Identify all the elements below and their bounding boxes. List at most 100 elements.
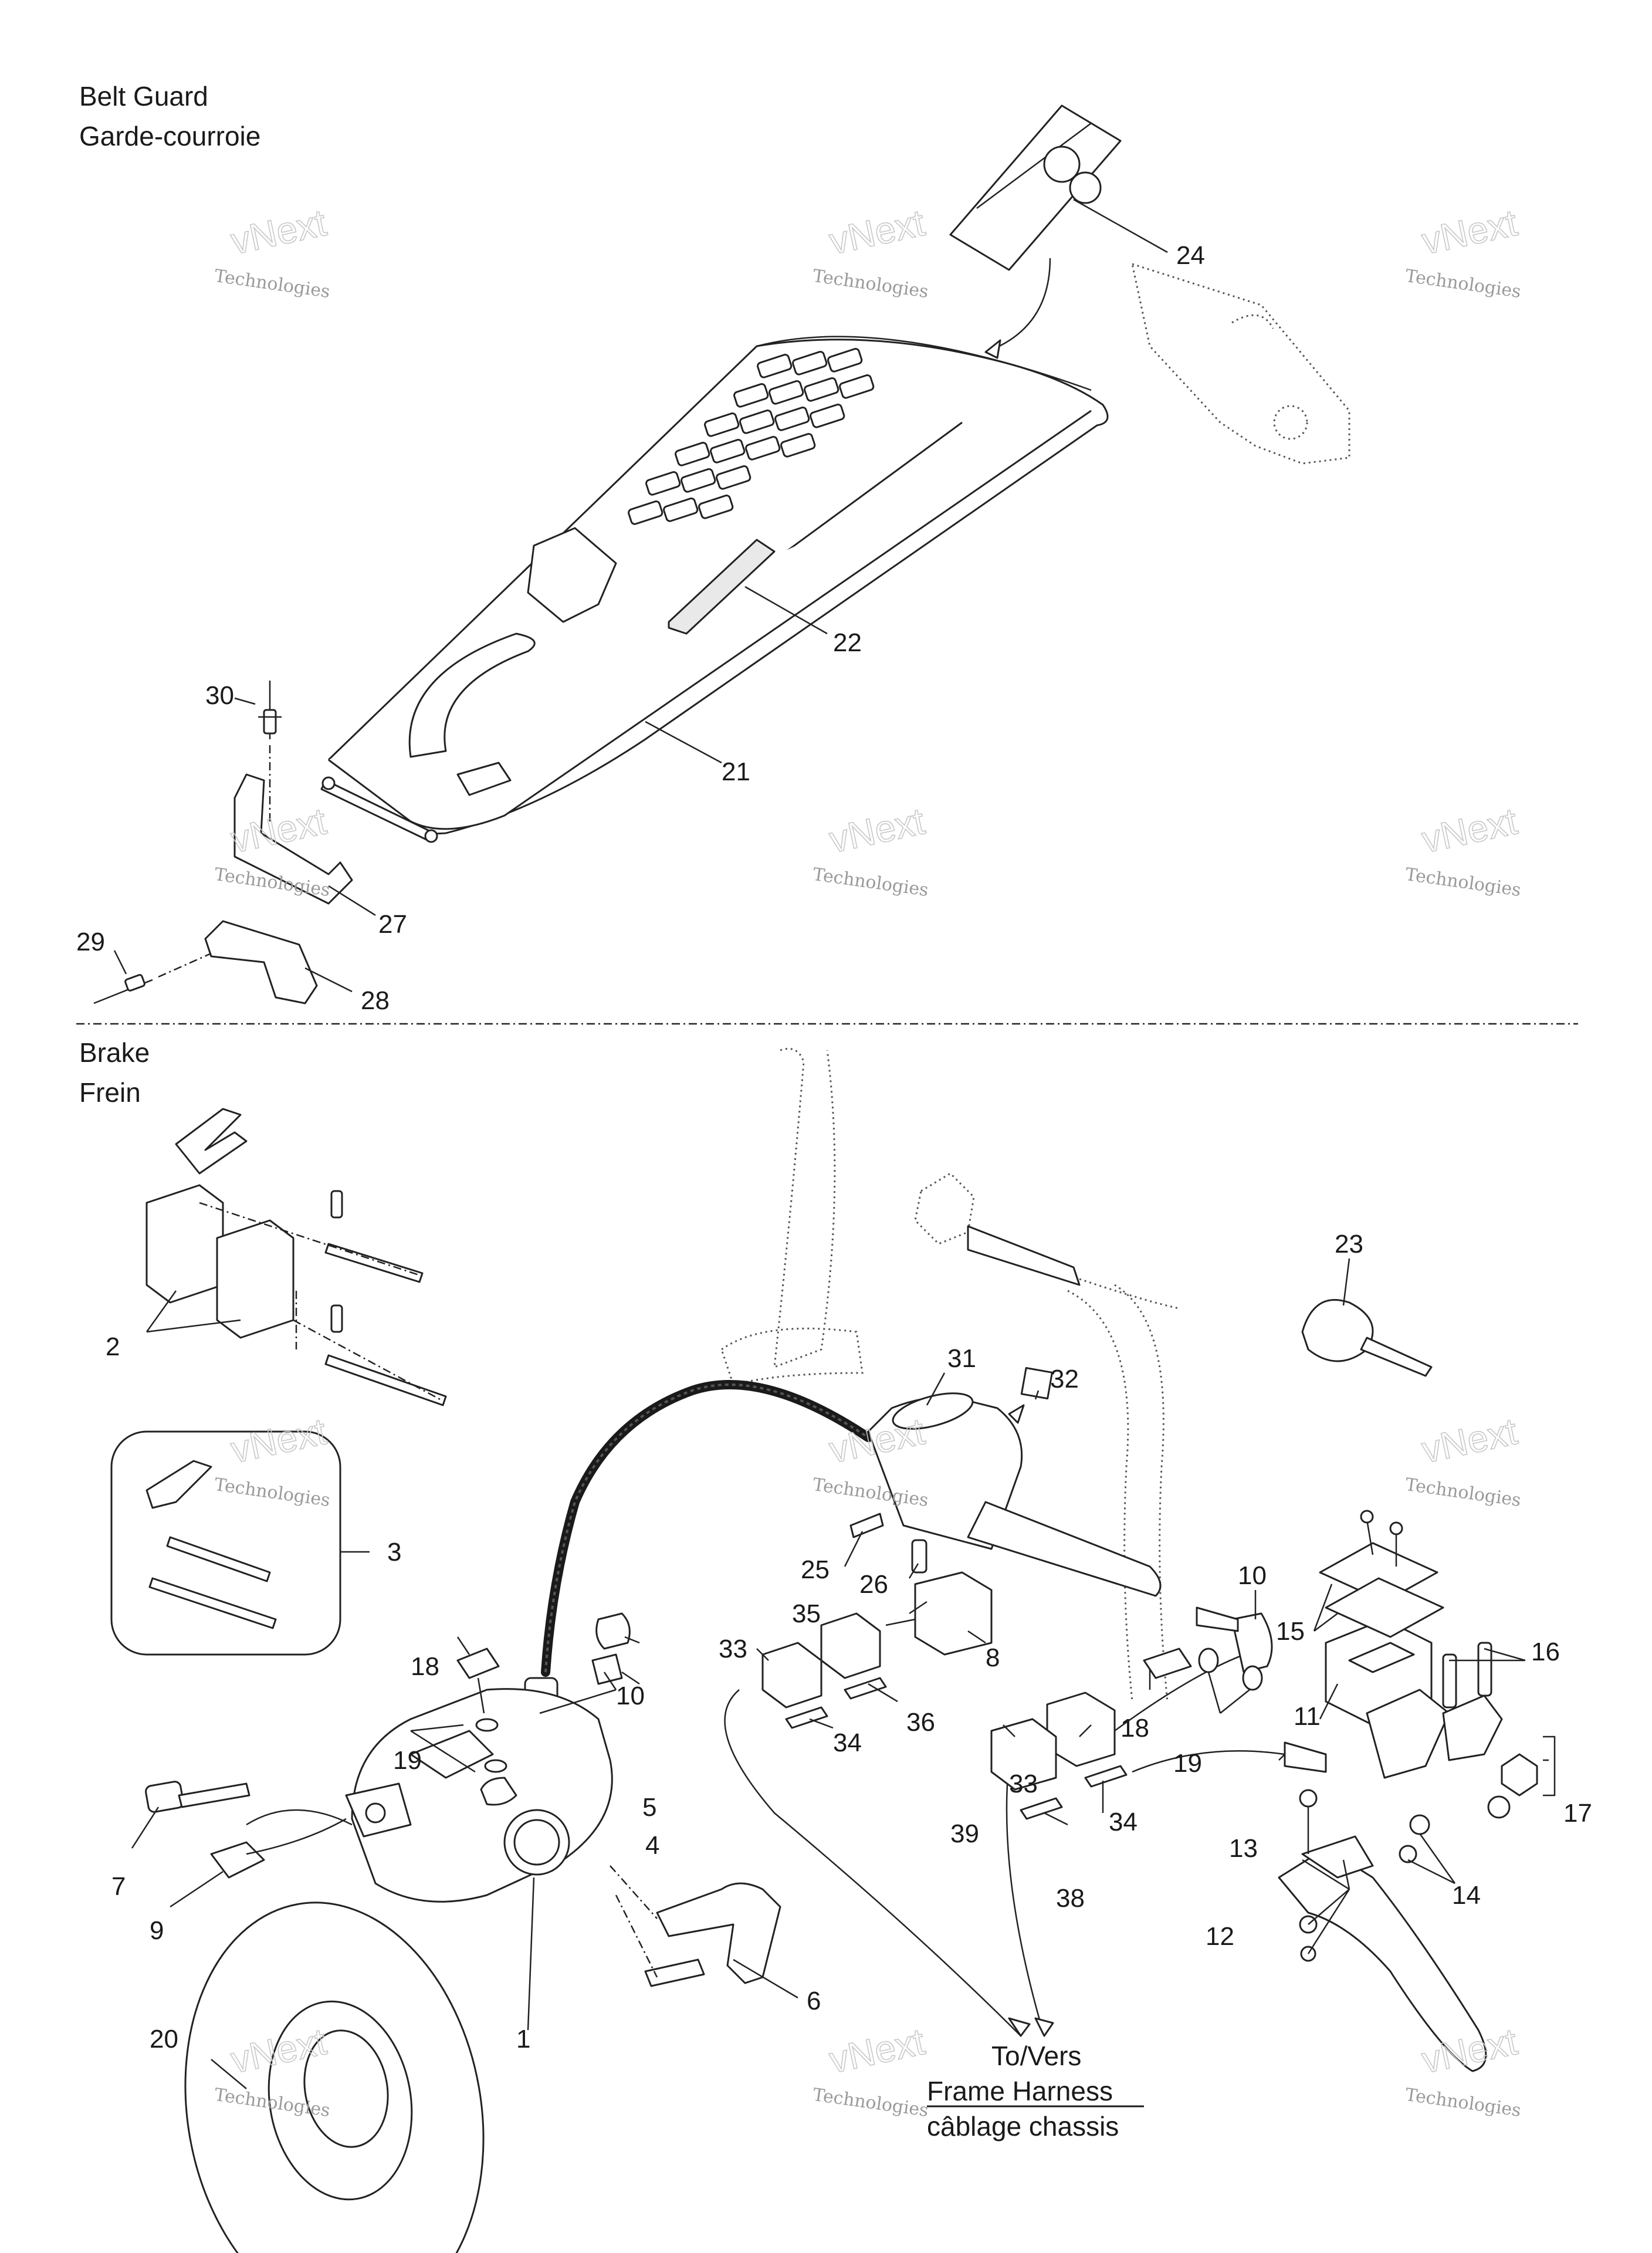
callout-13: 13: [1229, 1834, 1258, 1863]
svg-text:vNext: vNext: [825, 2020, 928, 2081]
brake-title-fr: Frein: [79, 1077, 141, 1108]
guard-decal: [668, 539, 776, 635]
brake-line-bracket: [656, 1882, 781, 1984]
svg-text:Technologies: Technologies: [1404, 1474, 1522, 1511]
guard-latch: [527, 527, 617, 623]
pad-pin-lower: [324, 1354, 447, 1406]
callout-39: 39: [950, 1819, 979, 1848]
callout-36: 36: [906, 1708, 935, 1737]
switch-harness-reference: [914, 1172, 975, 1245]
switch-sticker: [1020, 1367, 1053, 1400]
callout-3: 3: [387, 1538, 401, 1567]
warning-label: [949, 104, 1122, 271]
master-cylinder-body-lower: [1366, 1689, 1450, 1779]
callout-9: 9: [150, 1916, 164, 1945]
belt-guard-title-fr: Garde-courroie: [79, 121, 261, 151]
svg-text:Technologies: Technologies: [811, 266, 929, 302]
callout-30: 30: [205, 681, 234, 710]
guard-tube: [408, 632, 536, 758]
callout-14: 14: [1452, 1881, 1481, 1910]
callout-24: 24: [1176, 241, 1205, 270]
reservoir-gasket: [1325, 1577, 1444, 1638]
callout-17: 17: [1563, 1799, 1592, 1828]
brake-light-switch: [914, 1571, 993, 1656]
callout-38: 38: [1056, 1884, 1085, 1913]
callout-labels: 24 22 21 30 27 29 28 23 2 31 32 3 25 26 …: [76, 241, 1592, 2054]
parking-cable: [1132, 1750, 1285, 1773]
svg-text:Technologies: Technologies: [811, 2085, 929, 2121]
connector-housing-c: [1046, 1692, 1116, 1767]
harness-route-a: [724, 1689, 1021, 2037]
callout-19-right: 19: [1173, 1749, 1202, 1778]
svg-text:Technologies: Technologies: [1404, 2085, 1522, 2121]
callout-1: 1: [516, 2025, 530, 2054]
callout-33-upper: 33: [719, 1635, 747, 1663]
callout-4: 4: [645, 1831, 659, 1860]
destination-line-3: câblage chassis: [927, 2111, 1119, 2142]
callout-25: 25: [801, 1555, 830, 1584]
callout-28: 28: [361, 986, 390, 1015]
svg-text:Technologies: Technologies: [1404, 266, 1522, 302]
svg-text:vNext: vNext: [825, 201, 928, 262]
svg-text:Technologies: Technologies: [213, 266, 331, 302]
pad-spring: [175, 1108, 248, 1175]
belt-guard-leaders: [113, 198, 1168, 993]
brake-title: Brake: [79, 1037, 150, 1068]
callout-16: 16: [1531, 1638, 1560, 1666]
svg-text:vNext: vNext: [825, 800, 928, 861]
brake-assembly: [110, 1048, 1538, 2253]
connector-terminal-d: [1084, 1765, 1128, 1788]
connector-terminal-b: [844, 1677, 887, 1700]
callout-12: 12: [1206, 1922, 1234, 1951]
callout-5: 5: [642, 1793, 656, 1822]
callout-18-left: 18: [411, 1652, 439, 1681]
callout-15: 15: [1276, 1617, 1305, 1646]
connector-terminal-c: [1020, 1797, 1063, 1820]
switch-screw: [849, 1513, 884, 1538]
caliper-spring: [210, 1841, 265, 1879]
svg-text:Technologies: Technologies: [811, 864, 929, 901]
switch-spring: [911, 1539, 927, 1574]
guard-bracket-upper: [233, 773, 353, 905]
connector-terminal-a: [785, 1706, 828, 1729]
lever-pivot-nut: [1501, 1753, 1538, 1797]
callout-2: 2: [106, 1332, 120, 1361]
callout-34-upper: 34: [833, 1728, 862, 1757]
banjo-bolt-upper: [1143, 1648, 1192, 1679]
label-placement-arrow: [985, 258, 1051, 353]
banjo-bolt-lower: [456, 1648, 500, 1679]
svg-text:vNext: vNext: [1418, 201, 1521, 262]
harness-destination: To/Vers Frame Harness câblage chassis: [927, 2041, 1144, 2142]
brake-leaders: [131, 1258, 1556, 2089]
belt-guard-title: Belt Guard: [79, 81, 208, 111]
callout-20: 20: [150, 2025, 178, 2054]
callout-10-left: 10: [616, 1682, 645, 1710]
connector-housing-d: [990, 1718, 1057, 1791]
callout-8: 8: [986, 1643, 1000, 1672]
handlebar-tube: [967, 1501, 1162, 1597]
callout-31: 31: [947, 1344, 976, 1373]
callout-21: 21: [722, 757, 750, 786]
parking-lever: [1301, 1835, 1374, 1879]
destination-line-2: Frame Harness: [927, 2076, 1113, 2106]
belt-guard-cover: [327, 339, 1109, 835]
harness-route-b: [1006, 1760, 1045, 2037]
handlebar-clamp: [1442, 1694, 1503, 1761]
rivet-upper: [258, 681, 282, 739]
callout-34-lower: 34: [1109, 1808, 1138, 1836]
svg-text:vNext: vNext: [1418, 1410, 1521, 1471]
belt-guard-lip: [756, 336, 1092, 391]
svg-text:Technologies: Technologies: [1404, 864, 1522, 901]
callout-18-right: 18: [1120, 1714, 1149, 1743]
guard-bracket-lower: [204, 920, 318, 1004]
banjo-fitting: [1231, 1612, 1273, 1673]
callout-11: 11: [1294, 1702, 1321, 1731]
bleeder-screw: [591, 1653, 623, 1685]
handlebar-reference: [773, 1048, 836, 1369]
mounting-plate-reference: [1130, 262, 1350, 465]
connector-housing-b: [820, 1612, 881, 1679]
cable-tie: [1301, 1299, 1374, 1362]
callout-6: 6: [807, 1987, 821, 2015]
